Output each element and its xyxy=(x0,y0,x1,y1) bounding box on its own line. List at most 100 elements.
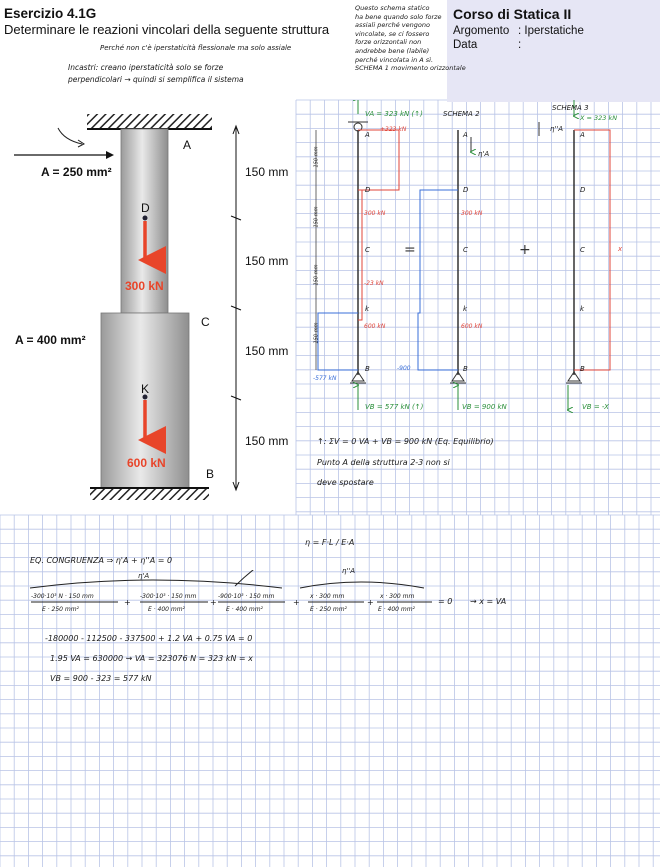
scheme-3 xyxy=(538,100,611,410)
scheme1-vb: VB = 577 kN (↑) xyxy=(365,403,424,411)
s2-pt-c: C xyxy=(463,246,468,254)
scheme2-eta: η'A xyxy=(478,150,490,158)
term-1-den: E · 250 mm² xyxy=(42,606,79,613)
val-323: +323 kN xyxy=(380,126,407,133)
s1-pt-k: k xyxy=(365,305,370,313)
term-3-num: -900·10³ · 150 mm xyxy=(218,593,275,600)
point-d-label: D xyxy=(141,201,150,215)
s3-pt-a: A xyxy=(580,131,585,139)
point-c-label: C xyxy=(201,315,210,329)
s2-pt-d: D xyxy=(463,186,469,194)
equilibrium-line-2: Punto A della struttura 2-3 non si xyxy=(317,458,450,467)
exercise-title: Esercizio 4.1G xyxy=(4,6,97,21)
congruence-eta1: η'A xyxy=(138,572,150,580)
note-line: perpendicolari → quindi si semplifica il… xyxy=(68,75,244,84)
point-d-marker xyxy=(142,215,148,221)
point-b-label: B xyxy=(206,467,215,481)
load-k-label: 600 kN xyxy=(127,456,166,470)
s2-pt-b: B xyxy=(463,365,468,373)
note-flexural: Perché non c'è iperstaticità flessionale… xyxy=(100,44,292,52)
scheme-1 xyxy=(315,100,400,410)
term-2-num: -300·10³ · 150 mm xyxy=(140,593,197,600)
scheme3-title: SCHEMA 3 xyxy=(552,104,589,112)
congruence-equals-zero: = 0 xyxy=(438,597,453,606)
dim-label-1: 150 mm xyxy=(245,165,289,179)
term-5-den: E · 400 mm² xyxy=(378,606,415,613)
note-line: ha bene quando solo forze xyxy=(355,12,442,21)
scheme3-vb: VB = -X xyxy=(582,403,609,411)
note-line: forze orizzontali non xyxy=(355,38,422,47)
scheme3-x: X = 323 kN xyxy=(580,114,618,122)
term-5-num: x · 300 mm xyxy=(380,593,415,600)
course-title: Corso di Statica II xyxy=(453,6,572,22)
congruence-fractions xyxy=(29,570,432,603)
dimension-line xyxy=(230,128,242,488)
val-600b: 600 kN xyxy=(461,323,483,330)
s3-pt-b: B xyxy=(580,365,585,373)
val-x: x xyxy=(618,245,623,253)
term-4-num: x · 300 mm xyxy=(310,593,345,600)
exercise-subtitle: Determinare le reazioni vincolari della … xyxy=(4,22,330,37)
term-2-den: E · 400 mm² xyxy=(148,606,185,613)
congruence-formula: η = F·L / E·A xyxy=(305,538,355,547)
dim-label-2: 150 mm xyxy=(245,254,289,268)
bottom-fixed-support xyxy=(90,489,209,500)
term-3-den: E · 400 mm² xyxy=(226,606,263,613)
s3-pt-d: D xyxy=(580,186,586,194)
note-line: andrebbe bene (labile) xyxy=(355,46,430,55)
equilibrium-line-3: deve spostare xyxy=(317,478,374,487)
point-k-label: K xyxy=(141,382,150,396)
solution-line-1: -180000 - 112500 - 337500 + 1.2 VA + 0.7… xyxy=(45,634,253,643)
note-top-right: Questo schema statico ha bene quando sol… xyxy=(355,4,466,73)
data-label: Data xyxy=(453,39,478,51)
equilibrium-line-1: ↑: ΣV = 0 VA + VB = 900 kN (Eq. Equilibr… xyxy=(317,437,494,446)
equals-sign: = xyxy=(404,242,416,258)
plus-sign: + xyxy=(519,242,531,258)
scheme1-va: VA = 323 kN (↑) xyxy=(365,110,423,118)
scheme-2 xyxy=(417,130,471,410)
val-m900: -900 xyxy=(397,365,411,372)
load-d-label: 300 kN xyxy=(125,279,164,293)
congruence-eta2: η''A xyxy=(342,567,356,575)
solution-line-2: 1.95 VA = 630000 ⇝ VA = 323076 N = 323 k… xyxy=(50,654,253,663)
s1-pt-b: B xyxy=(365,365,370,373)
note-line: SCHEMA 1 movimento orizzontale xyxy=(355,64,466,73)
dim-label-4: 150 mm xyxy=(245,434,289,448)
note-line: Incastri: creano iperstaticità solo se f… xyxy=(68,63,224,72)
s1-dim-1: 150 mm xyxy=(313,146,320,168)
plus-2: + xyxy=(210,598,217,607)
note-line: assiali perché vengono xyxy=(355,21,430,30)
argomento-value: : Iperstatiche xyxy=(518,25,584,37)
course-header-box xyxy=(447,0,660,102)
s2-pt-k: k xyxy=(463,305,468,313)
scheme3-eta: η''A xyxy=(550,125,564,133)
note-line: perché vincolata in A sì. xyxy=(355,55,434,64)
point-k-marker xyxy=(142,394,148,400)
s1-dim-2: 150 mm xyxy=(313,206,320,228)
s3-pt-k: k xyxy=(580,305,585,313)
term-1-num: -300·10³ N · 150 mm xyxy=(31,593,94,600)
val-m577: -577 kN xyxy=(313,375,337,382)
annotation-arrow xyxy=(57,127,83,145)
plus-1: + xyxy=(124,598,131,607)
point-a-label: A xyxy=(183,138,192,152)
note-line: Questo schema statico xyxy=(355,4,430,12)
data-value: : xyxy=(518,39,522,51)
lower-area-label: A = 400 mm² xyxy=(15,333,86,347)
scheme2-vb: VB = 900 kN xyxy=(462,403,507,411)
schemes-drawing: = + xyxy=(315,100,611,420)
congruence-heading: EQ. CONGRUENZA ⇒ η'A + η''A = 0 xyxy=(30,556,173,565)
upper-area-label: A = 250 mm² xyxy=(41,165,112,179)
s1-pt-d: D xyxy=(365,186,371,194)
note-incastri: Incastri: creano iperstaticità solo se f… xyxy=(68,62,244,86)
s1-dim-3: 150 mm xyxy=(313,264,320,286)
top-fixed-support xyxy=(87,114,212,129)
argomento-label: Argomento xyxy=(453,25,510,37)
val-300a: 300 kN xyxy=(364,210,386,217)
congruence-result-x: ⇝ x = VA xyxy=(470,597,507,606)
s2-pt-a: A xyxy=(463,131,468,139)
scheme2-title: SCHEMA 2 xyxy=(443,110,480,118)
s1-dim-4: 150 mm xyxy=(313,322,320,344)
